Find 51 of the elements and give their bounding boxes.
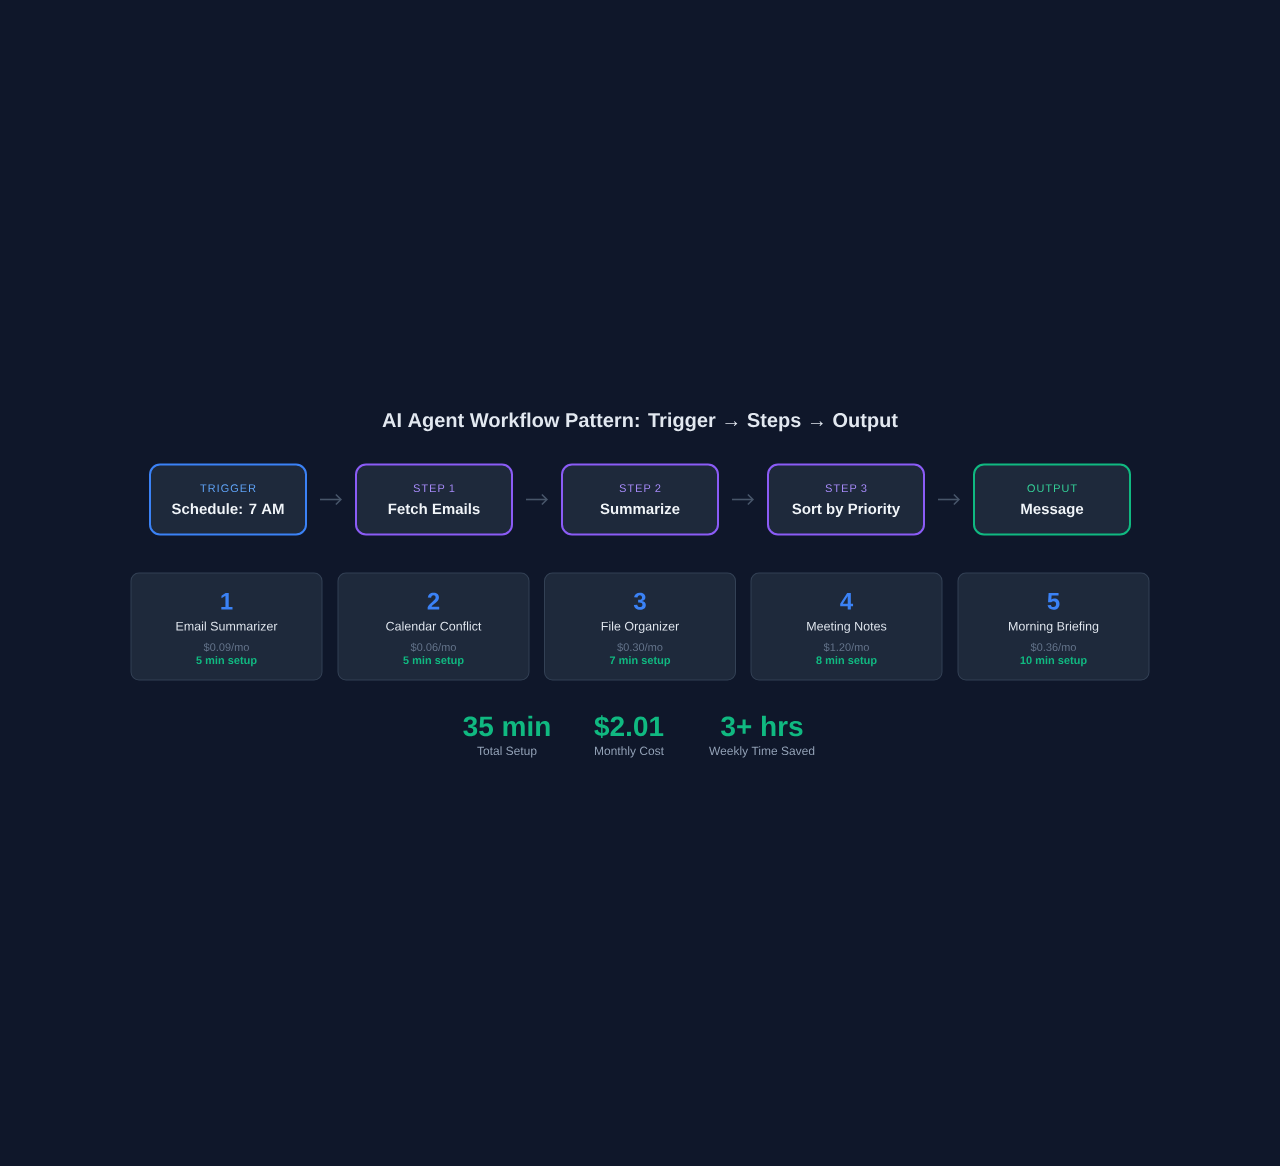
card-number: 1: [221, 593, 233, 610]
step-title: Fetch Emails: [388, 503, 480, 515]
step-label: OUTPUT: [1027, 484, 1077, 493]
stat-caption: Total Setup: [477, 746, 537, 758]
step-box: [767, 463, 925, 536]
step-title: Sort by Priority: [792, 503, 901, 518]
stat-caption: Weekly Time Saved: [709, 746, 815, 758]
setup-time: 5 min setup: [403, 656, 464, 667]
arrow: [319, 493, 342, 506]
card: [337, 572, 530, 681]
stat-value: 3+ hrs: [721, 715, 803, 737]
card: [544, 572, 736, 681]
cost-text: $0.06/mo: [410, 642, 456, 652]
step-box: [561, 463, 719, 536]
card-number: 4: [840, 593, 854, 610]
cost-text: $0.30/mo: [617, 642, 663, 652]
setup-time: 5 min setup: [196, 656, 257, 667]
card-title: File Organizer: [601, 621, 679, 634]
cost-text: $1.20/mo: [823, 642, 869, 652]
step-label: STEP 2: [619, 484, 661, 493]
card-number: 2: [427, 592, 440, 610]
step-label: TRIGGER: [200, 484, 256, 493]
setup-time: 7 min setup: [609, 656, 671, 667]
card: [130, 572, 323, 681]
card-title: Calendar Conflict: [386, 621, 482, 631]
card-title: Meeting Notes: [807, 621, 887, 634]
step-title: Schedule: 7 AM: [171, 503, 284, 515]
card: [957, 572, 1150, 681]
step-label: STEP 1: [413, 484, 455, 493]
cost-text: $0.36/mo: [1030, 642, 1076, 652]
stat-value: 35 min: [463, 715, 550, 737]
cost-text: $0.09/mo: [203, 642, 249, 652]
setup-time: 8 min setup: [816, 656, 877, 667]
setup-time: 10 min setup: [1020, 656, 1087, 667]
card-title: Morning Briefing: [1009, 621, 1099, 634]
card-number: 3: [633, 592, 646, 610]
step-title: Message: [1021, 503, 1084, 518]
trigger-box: [149, 463, 307, 536]
title: AI Agent Workflow Pattern: Trigger → Steps → Output: [382, 412, 898, 432]
stat-caption: Monthly Cost: [595, 746, 664, 758]
card-title: Email Summarizer: [176, 621, 278, 631]
step-label: STEP 3: [825, 484, 867, 493]
output-box: [973, 463, 1131, 536]
step-title: Summarize: [600, 503, 680, 515]
stat-value: $2.01: [594, 715, 664, 739]
step-box: [355, 463, 513, 536]
arrow: [937, 493, 960, 506]
arrow: [525, 493, 548, 506]
arrow: [731, 493, 754, 506]
card-number: 5: [1047, 593, 1060, 610]
card: [750, 572, 943, 681]
